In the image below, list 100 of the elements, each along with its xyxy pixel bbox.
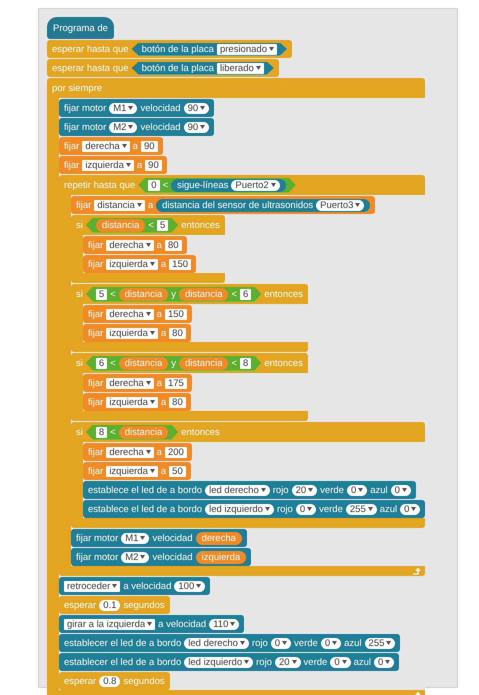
dropdown-field: 20 (274, 656, 301, 668)
dropdown-field: 255 (346, 504, 377, 514)
block-label: fijar motor (64, 122, 106, 132)
dropdown-field: 0 (400, 504, 420, 514)
block-label: esperar (64, 676, 96, 686)
block-label: a (156, 308, 162, 320)
variable-reporter: distancia (118, 356, 168, 370)
dropdown-field: Puerto2 (231, 180, 280, 190)
code-block (59, 653, 400, 671)
variable-reporter: izquierda (196, 550, 246, 564)
dropdown-field: led izquierdo (184, 656, 254, 668)
number-field: 6 (96, 358, 108, 368)
dropdown-field: 0 (390, 484, 411, 496)
code-block (83, 462, 191, 480)
dropdown-field: 0 (270, 638, 292, 648)
code-block (59, 615, 244, 633)
block-label: velocidad (152, 532, 193, 544)
number-field: 175 (164, 378, 187, 388)
block-label: < (231, 288, 238, 300)
block-label: a (156, 240, 162, 250)
dropdown-field: led derecho (205, 484, 270, 496)
block-label: < (231, 358, 238, 368)
code-block (59, 577, 210, 595)
dropdown-field: 255 (364, 638, 396, 648)
block-label: entonces (264, 288, 303, 300)
block-label: verde (304, 656, 328, 668)
dropdown-field: led derecho (184, 638, 249, 648)
block-label: rojo (252, 638, 268, 648)
number-field: 5 (96, 288, 108, 300)
dropdown-field: derecha (106, 240, 154, 250)
block-label: a (136, 160, 142, 170)
dropdown-field: distancia (94, 200, 145, 210)
block-label: y (171, 288, 176, 300)
code-block (83, 500, 426, 518)
dropdown-field: girar a la izquierda (64, 618, 156, 630)
code-block (59, 118, 214, 136)
number-field: 50 (169, 466, 186, 476)
dropdown-field: Puerto3 (316, 200, 364, 210)
variable-reporter: distancia (178, 356, 228, 370)
block-label: azul (380, 504, 398, 514)
dropdown-field: izquierda (106, 396, 158, 408)
code-block (59, 596, 170, 614)
dropdown-field: M2 (109, 122, 138, 132)
code-block (83, 236, 187, 254)
block-label: fijar (76, 200, 92, 210)
dropdown-field: derecha (106, 308, 154, 320)
number-field: 8 (240, 358, 252, 368)
block-label: botón de la placa (142, 62, 214, 74)
block-label: < (110, 288, 116, 300)
block-label: fijar (88, 446, 104, 458)
code-block (59, 137, 163, 155)
block-label: verde (294, 638, 318, 648)
number-field: 200 (164, 446, 187, 458)
number-field: 6 (240, 288, 252, 300)
block-label: si (76, 426, 83, 438)
variable-reporter: distancia (96, 218, 146, 232)
block-label: a velocidad (158, 618, 206, 630)
c-block (47, 78, 426, 695)
code-block (71, 529, 247, 547)
block-label: fijar (88, 240, 104, 250)
dropdown-field: 20 (292, 484, 318, 496)
code-block (83, 393, 191, 411)
number-field: 8 (96, 426, 108, 438)
block-label: fijar motor (64, 102, 106, 114)
dropdown-field: M1 (109, 102, 138, 114)
block-label: < (110, 358, 116, 368)
block-label: esperar hasta que (52, 62, 129, 74)
dropdown-field: 100 (174, 580, 206, 592)
block-label: establece el led de a bordo (88, 484, 202, 496)
hat-block (47, 17, 114, 39)
code-block (83, 374, 192, 392)
number-field: 80 (169, 328, 186, 338)
number-field: 90 (140, 140, 158, 152)
block-label: a (160, 396, 166, 408)
dropdown-field: liberado (216, 62, 264, 74)
code-block (71, 196, 376, 214)
block-label: < (110, 426, 116, 438)
block-label: fijar (64, 140, 80, 152)
code-block (83, 443, 192, 461)
dropdown-field: 0 (374, 656, 394, 668)
block-label: azul (354, 656, 372, 668)
block-label: esperar hasta que (52, 44, 129, 54)
block-label: a (160, 258, 166, 270)
number-field: 90 (145, 160, 162, 170)
block-label: si (76, 358, 83, 368)
block-label: establece el led de a bordo (88, 504, 202, 514)
block-label: verde (320, 484, 344, 496)
number-field: 80 (164, 240, 182, 250)
code-block (59, 634, 400, 652)
dropdown-field: 0 (320, 638, 342, 648)
block-label: a (156, 446, 162, 458)
block-label: rojo (272, 484, 289, 496)
dropdown-field: led izquierdo (205, 504, 274, 514)
dropdown-field: izquierda (106, 328, 158, 338)
dropdown-field: 0 (296, 504, 316, 514)
block-label: azul (370, 484, 388, 496)
number-field: 80 (169, 396, 186, 408)
block-label: rojo (276, 504, 293, 514)
block-label: sigue-líneas (177, 180, 228, 190)
dropdown-field: derecha (106, 378, 154, 388)
